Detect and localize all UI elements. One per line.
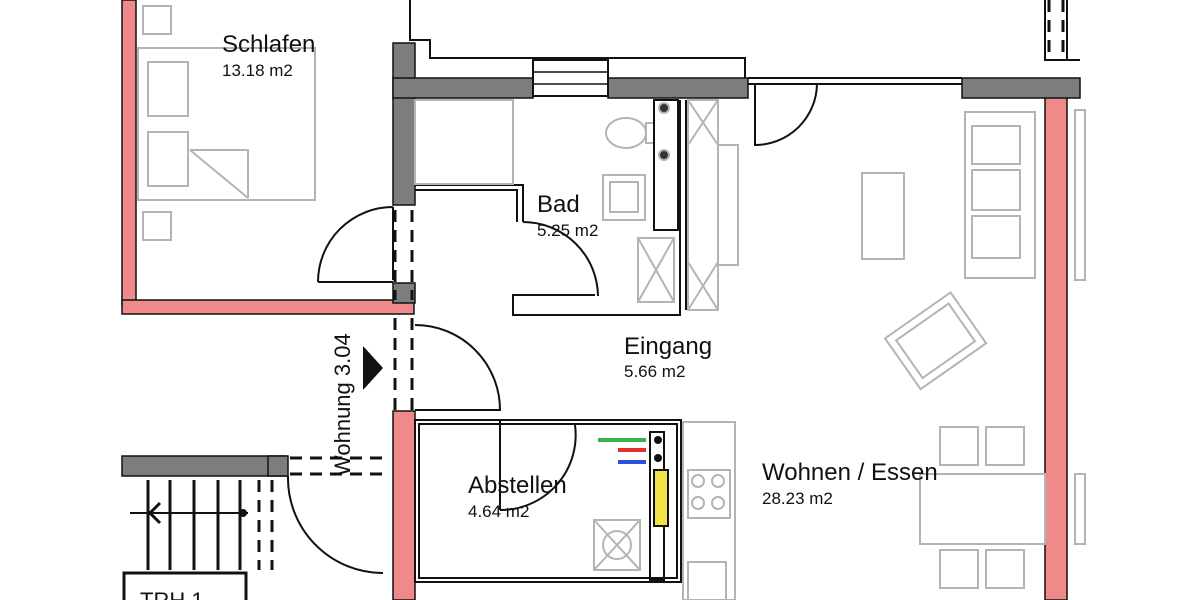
neighbor-unit-label: Wohnung 3.04 (330, 333, 355, 476)
door-bedroom (317, 206, 394, 283)
exterior-wall-stair-right (392, 410, 416, 600)
room-name-abstellen: Abstellen (468, 472, 567, 499)
room-labels: Schlafen 13.18 m2 Bad 5.25 m2 Eingang 5.… (222, 31, 938, 521)
boiler (653, 469, 669, 527)
wall-top-right-seg (961, 77, 1081, 99)
room-name-bad: Bad (537, 191, 580, 218)
wall-bath-left-lower (392, 282, 416, 304)
room-name-eingang: Eingang (624, 333, 712, 360)
wall-stair-top-short (267, 455, 289, 477)
room-name-wohnen: Wohnen / Essen (762, 459, 938, 486)
wall-top-bath-top (392, 77, 534, 99)
room-area-wohnen: 28.23 m2 (762, 489, 833, 508)
wall-outlines (409, 0, 1080, 583)
room-area-eingang: 5.66 m2 (624, 362, 685, 381)
living-furniture (682, 109, 1086, 600)
arrow-left-icon (147, 501, 162, 525)
triangle-right-icon (363, 346, 383, 390)
wall-top-bath-left (392, 42, 416, 206)
doors (286, 83, 818, 574)
room-area-schlafen: 13.18 m2 (222, 61, 293, 80)
stair: TRH 1 (122, 480, 248, 600)
stair-label: TRH 1 (140, 588, 204, 600)
door-stair (286, 475, 384, 574)
wall-top-window-seg (607, 77, 749, 99)
dashed-openings (257, 0, 1065, 570)
window-bath (532, 59, 609, 97)
exterior-wall-bedroom-bottom (121, 299, 415, 315)
exterior-wall-right (1044, 96, 1068, 600)
room-area-bad: 5.25 m2 (537, 221, 598, 240)
room-name-schlafen: Schlafen (222, 31, 315, 58)
door-bath (522, 221, 599, 297)
wall-stair-top (121, 455, 287, 477)
door-storage (499, 420, 577, 512)
neighbor-unit: Wohnung 3.04 (330, 333, 383, 476)
exterior-walls (121, 0, 1068, 600)
bedroom-furniture (137, 5, 316, 241)
room-area-abstellen: 4.64 m2 (468, 502, 529, 521)
door-entrance (414, 324, 502, 411)
exterior-wall-left-bedroom (121, 0, 137, 306)
bath-fixtures (414, 99, 739, 311)
windows (532, 59, 609, 97)
storage-equipment (593, 431, 669, 581)
door-living-top (754, 83, 818, 147)
interior-walls (121, 42, 1081, 477)
